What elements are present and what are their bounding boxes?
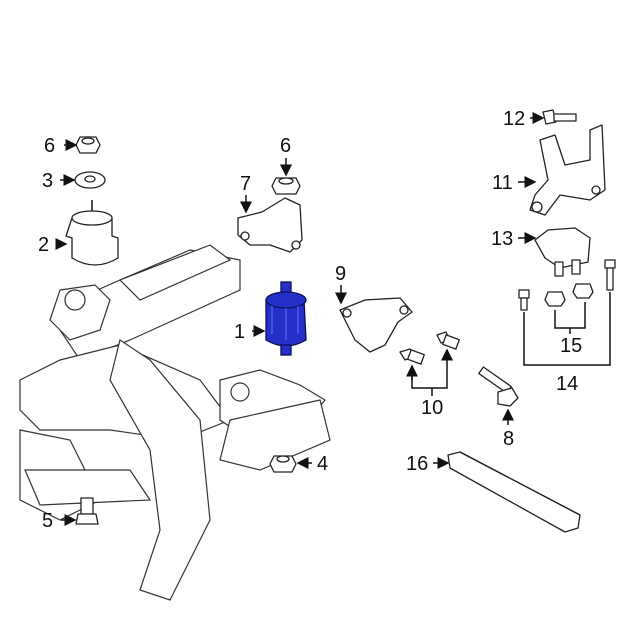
part-1-engine-mount-highlighted[interactable] (265, 281, 307, 356)
callout-8: 8 (503, 428, 514, 450)
part-7-bracket[interactable] (237, 197, 303, 253)
callout-16: 16 (406, 453, 428, 475)
part-12-bolt[interactable] (542, 109, 577, 125)
part-5-bolt[interactable] (75, 497, 99, 525)
callout-9: 9 (335, 263, 346, 285)
leader-lines (55, 112, 611, 526)
callout-12: 12 (503, 108, 525, 130)
engine-subframe (19, 244, 331, 601)
part-8-bolt[interactable] (478, 366, 519, 407)
callout-3: 3 (42, 170, 53, 192)
part-4-nut[interactable] (269, 455, 297, 473)
callout-14: 14 (556, 373, 578, 395)
callout-10: 10 (421, 397, 443, 419)
callout-4: 4 (317, 453, 328, 475)
callout-labels: 6 3 2 7 6 1 9 10 8 4 5 16 12 11 13 15 14 (38, 108, 582, 532)
part-10-bolts[interactable] (399, 331, 460, 365)
callout-5: 5 (42, 510, 53, 532)
part-2-engine-mount[interactable] (65, 200, 119, 266)
part-13-mount[interactable] (534, 227, 591, 277)
part-6-nut-left[interactable] (75, 136, 101, 154)
callout-2: 2 (38, 234, 49, 256)
callout-1: 1 (234, 321, 245, 343)
part-3-washer[interactable] (74, 171, 106, 189)
part-11-bracket[interactable] (529, 124, 606, 216)
callout-15: 15 (560, 335, 582, 357)
part-16-rail[interactable] (447, 451, 581, 533)
part-9-bracket[interactable] (339, 297, 413, 353)
part-15-nuts[interactable] (544, 283, 594, 307)
callout-6: 6 (44, 135, 55, 157)
callout-13: 13 (491, 228, 513, 250)
callout-7: 7 (240, 173, 251, 195)
part-6-nut-right[interactable] (271, 177, 301, 195)
part-14-bolts[interactable] (518, 259, 616, 311)
callout-6: 6 (280, 135, 291, 157)
callout-11: 11 (492, 172, 513, 194)
